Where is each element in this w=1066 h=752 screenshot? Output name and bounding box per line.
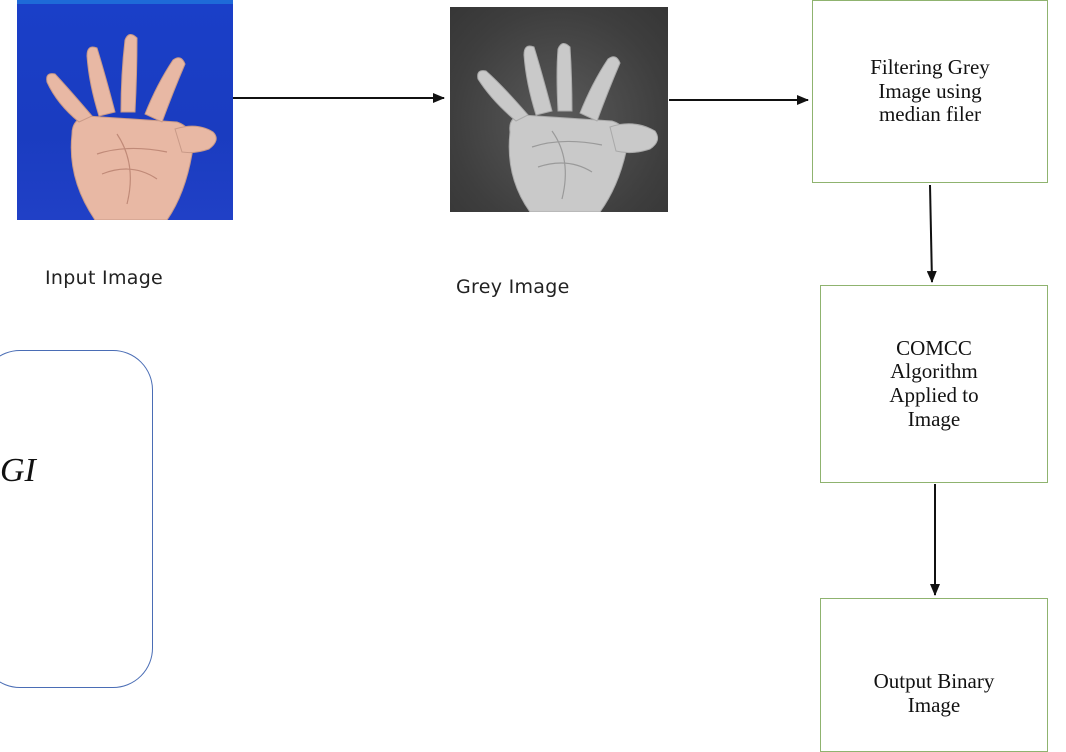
callout-partial-text: GI — [0, 452, 36, 489]
output-step-label: Output Binary Image — [873, 669, 995, 717]
arrow-filter-to-comcc — [926, 184, 937, 283]
comcc-step-box: COMCC Algorithm Applied to Image — [820, 285, 1048, 483]
rounded-callout-box — [0, 350, 153, 688]
input-hand-image — [17, 0, 233, 220]
grey-hand-image — [450, 7, 668, 212]
grey-image-caption: Grey Image — [456, 276, 570, 298]
hand-photo-grey — [477, 43, 659, 212]
comcc-step-label: COMCC Algorithm Applied to Image — [889, 335, 979, 431]
filtering-step-label: Filtering Grey Image using median filer — [870, 55, 990, 127]
filtering-step-box: Filtering Grey Image using median filer — [812, 0, 1048, 183]
input-image-caption: Input Image — [45, 267, 164, 289]
hand-photo-blue — [46, 34, 217, 220]
